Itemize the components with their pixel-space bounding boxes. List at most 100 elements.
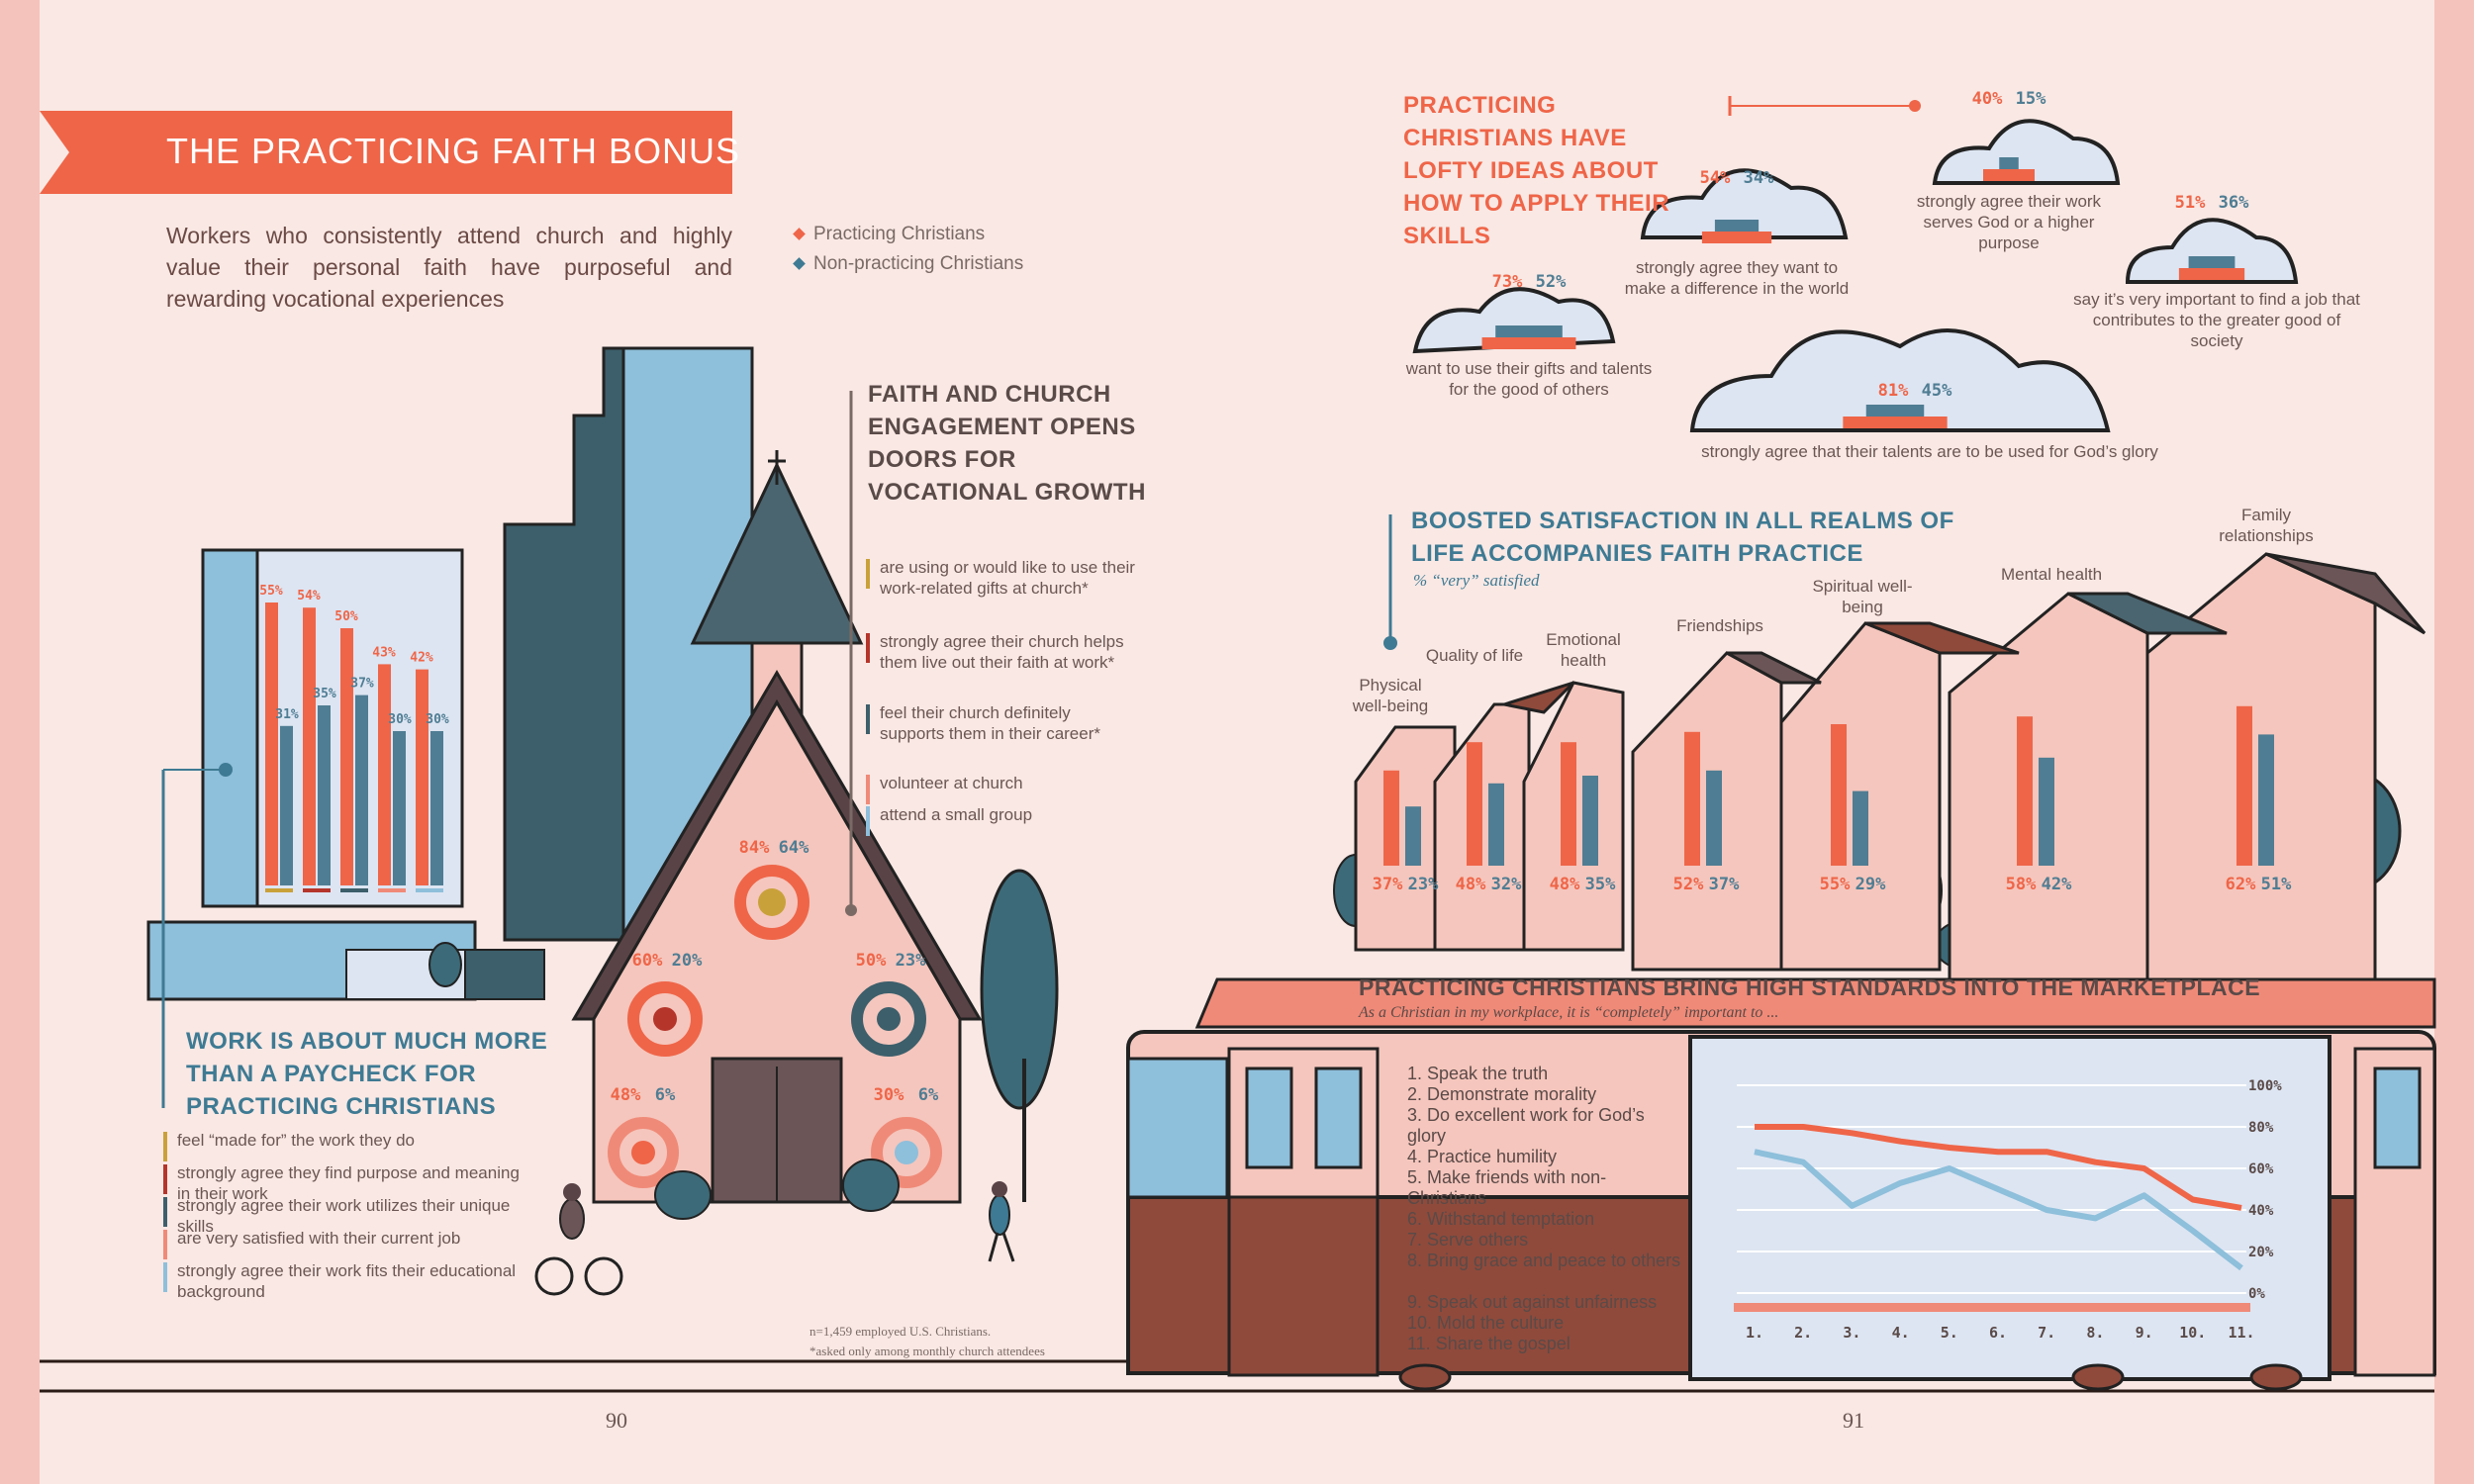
office-label-practicing: 50% [334, 609, 358, 624]
work-item: strongly agree their work utilizes their… [163, 1195, 533, 1237]
item-marker [163, 1132, 167, 1161]
cloud-label-practicing: 54% [1700, 168, 1731, 188]
footnote-asked: *asked only among monthly church attende… [809, 1344, 1045, 1358]
house-bar-practicing [1467, 742, 1482, 866]
house-label-practicing: 58% [2006, 875, 2037, 894]
item-marker [163, 1230, 167, 1259]
legend-practicing: Practicing Christians [793, 224, 986, 245]
line-chart-xtick: 5. [1941, 1324, 1958, 1342]
intro-text: Workers who consistently attend church a… [166, 223, 732, 312]
cloud-caption: strongly agree they want to make a diffe… [1624, 258, 1850, 298]
item-marker [163, 1164, 167, 1194]
house-label-practicing: 48% [1550, 875, 1580, 894]
house-bar-nonpracticing [1706, 770, 1722, 866]
house-bar-nonpracticing [2039, 757, 2054, 866]
item-label: are very satisfied with their current jo… [177, 1229, 461, 1248]
item-label: attend a small group [880, 805, 1033, 824]
item-marker [163, 1197, 167, 1227]
footnote-sample: n=1,459 employed U.S. Christians. [809, 1324, 992, 1339]
house-category-label: Friendships [1676, 616, 1763, 635]
cloud-label-practicing: 40% [1972, 89, 2003, 109]
house-category-label: Mental health [2000, 565, 2103, 584]
item-marker [866, 559, 870, 589]
cloud-label-practicing: 51% [2175, 193, 2206, 213]
office-bar-key [303, 888, 331, 892]
line-series-nonpracticing [1754, 1149, 2243, 1271]
work-item: are very satisfied with their current jo… [163, 1228, 533, 1259]
title-banner [40, 111, 732, 194]
house-label-practicing: 55% [1820, 875, 1851, 894]
cloud-bar-practicing [1701, 232, 1772, 243]
cloud-caption: say it’s very important to find a job th… [2073, 290, 2360, 350]
house-bar-practicing [1831, 724, 1847, 866]
cloud-bar-nonpracticing [2188, 256, 2236, 268]
page-title: THE PRACTICING FAITH BONUS [166, 131, 741, 171]
house-label-nonpracticing: 51% [2261, 875, 2292, 894]
cloud-label-nonpracticing: 36% [2219, 193, 2249, 213]
line-chart-xtick: 9. [2136, 1324, 2153, 1342]
standards-list-item: 4. Practice humility [1407, 1147, 1558, 1166]
item-label: strongly agree their church helps them l… [880, 632, 1124, 672]
line-chart-baseline [1734, 1303, 2250, 1312]
item-marker [163, 1262, 167, 1292]
office-bar-nonpracticing [318, 705, 331, 885]
office-bar-practicing [265, 603, 278, 885]
office-bar-practicing [340, 628, 353, 885]
line-chart-xtick: 1. [1746, 1324, 1763, 1342]
office-bar-nonpracticing [430, 731, 443, 885]
office-label-nonpracticing: 31% [275, 707, 299, 722]
cloud-bar-practicing [1983, 169, 2035, 181]
item-label: strongly agree their work fits their edu… [177, 1261, 517, 1301]
cloud-bar-practicing [1843, 417, 1948, 428]
house-label-practicing: 37% [1373, 875, 1403, 894]
standards-list-item: 7. Serve others [1407, 1230, 1529, 1250]
page-number-left: 90 [606, 1408, 627, 1433]
house-bar-nonpracticing [1405, 806, 1421, 866]
house-label-nonpracticing: 29% [1856, 875, 1886, 894]
office-bar-key [378, 888, 406, 892]
house-bar-practicing [1684, 731, 1700, 866]
work-item: strongly agree they find purpose and mea… [163, 1162, 533, 1204]
house-label-nonpracticing: 32% [1491, 875, 1522, 894]
cloud-bar-nonpracticing [1999, 157, 2019, 169]
office-bar-nonpracticing [393, 731, 406, 885]
standards-list-item: 11. Share the gospel [1407, 1334, 1570, 1353]
house-bar-practicing [2017, 716, 2033, 866]
donut-label-practicing: 84% [739, 838, 770, 858]
donut-label-practicing: 48% [611, 1085, 641, 1105]
line-series-practicing [1755, 1124, 2242, 1211]
cloud-bar-practicing [1481, 337, 1576, 349]
item-marker [866, 633, 870, 663]
line-chart-ytick: 60% [2248, 1161, 2274, 1177]
line-chart-xtick: 3. [1843, 1324, 1860, 1342]
page-number-right: 91 [1843, 1408, 1864, 1433]
work-item: feel “made for” the work they do [163, 1130, 533, 1161]
church-heading: FAITH AND CHURCH ENGAGEMENT OPENS DOORS … [868, 381, 1146, 506]
house-label-nonpracticing: 35% [1585, 875, 1616, 894]
cloud-label-practicing: 81% [1878, 381, 1909, 401]
line-chart-ytick: 100% [2248, 1078, 2282, 1094]
house-label-practicing: 62% [2226, 875, 2256, 894]
office-bar-nonpracticing [355, 695, 368, 885]
page-edge-right [2434, 0, 2474, 1484]
house-bar-nonpracticing [1488, 783, 1504, 866]
item-label: strongly agree their work utilizes their… [177, 1196, 511, 1236]
church-item: attend a small group [866, 804, 1137, 836]
house-label-practicing: 48% [1456, 875, 1486, 894]
donut-label-nonpracticing: 6% [918, 1085, 939, 1105]
office-label-nonpracticing: 30% [388, 712, 412, 727]
standards-subtitle: As a Christian in my workplace, it is “c… [1359, 1004, 1779, 1021]
office-bar-practicing [303, 607, 316, 885]
line-chart-ytick: 80% [2248, 1120, 2274, 1136]
standards-list-item: 1. Speak the truth [1407, 1064, 1549, 1083]
house-label-practicing: 52% [1673, 875, 1704, 894]
page-edge-left [0, 0, 40, 1484]
legend-swatch-practicing [793, 228, 806, 241]
banner-notch [40, 111, 69, 194]
legend-label-practicing: Practicing Christians [813, 224, 986, 244]
house-bar-practicing [2236, 705, 2252, 866]
line-chart-xtick: 11. [2228, 1324, 2254, 1342]
legend-label-nonpracticing: Non-practicing Christians [813, 253, 1024, 274]
satisfaction-heading: BOOSTED SATISFACTION IN ALL REALMS OF LI… [1411, 508, 1954, 567]
